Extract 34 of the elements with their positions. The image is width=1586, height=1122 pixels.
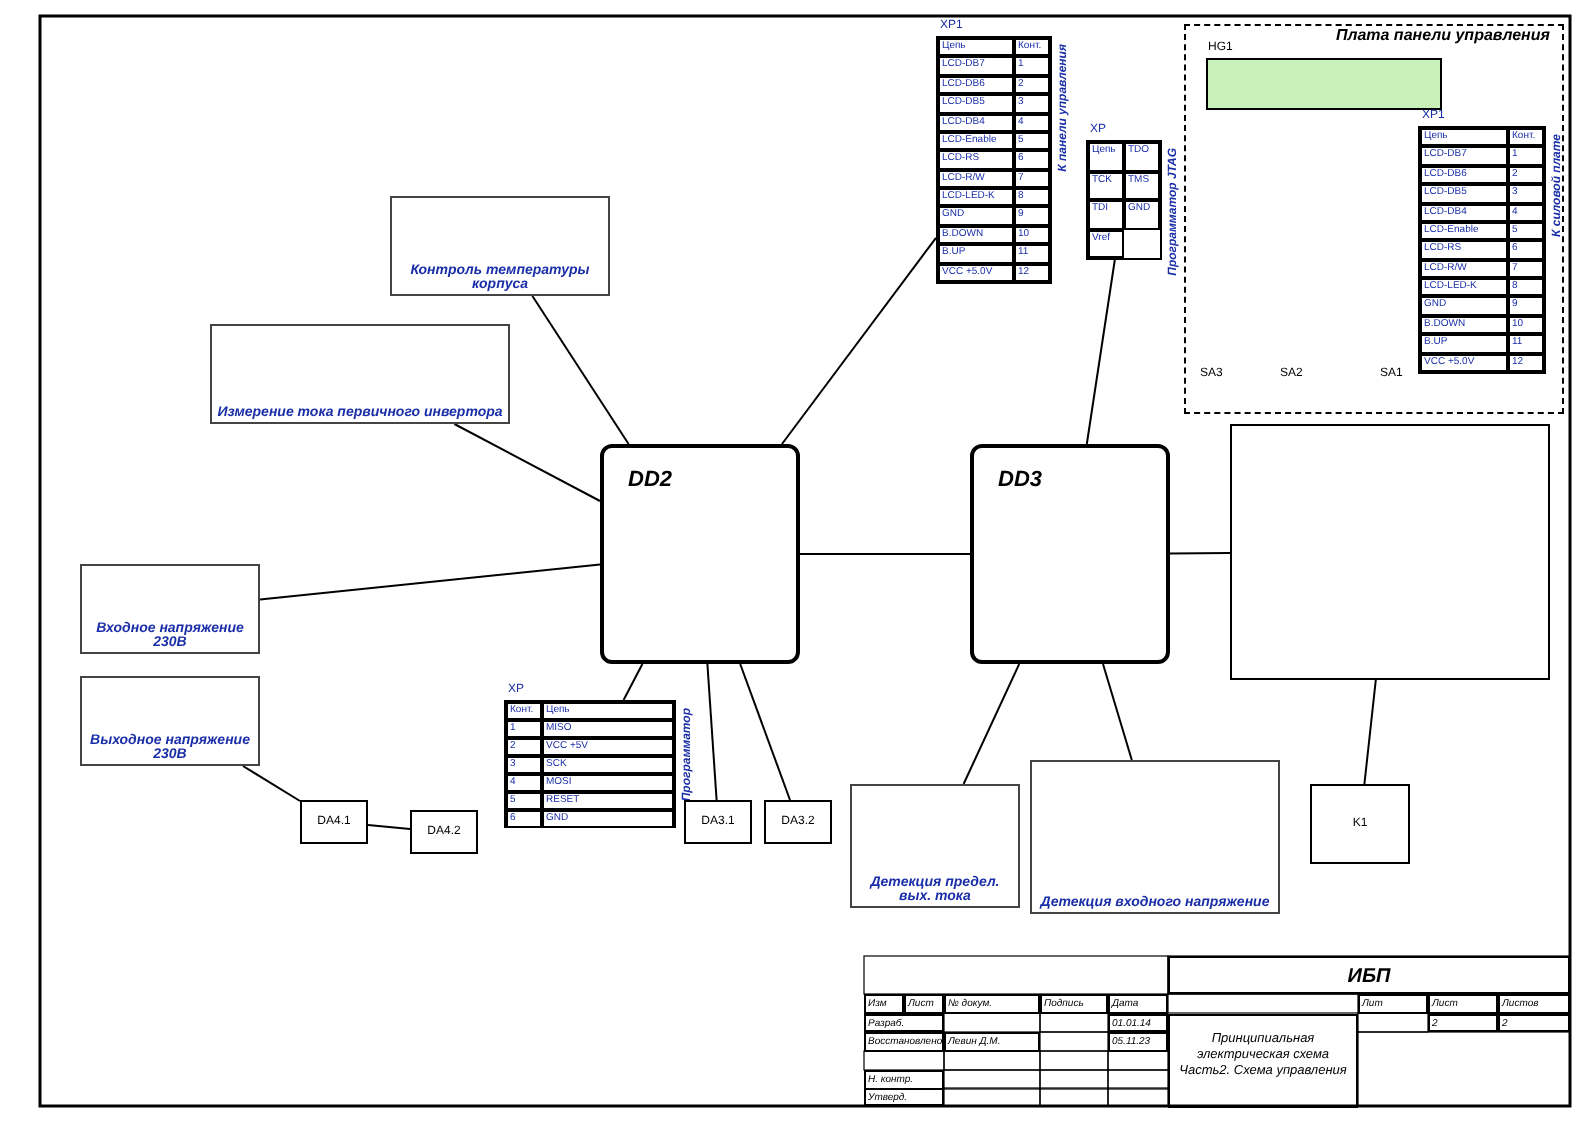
circuit-block <box>1030 760 1280 914</box>
panel-title: Плата панели управления <box>1335 26 1550 44</box>
wire <box>242 765 301 802</box>
amplifier-symbol <box>410 810 478 854</box>
amplifier-symbol <box>684 800 752 844</box>
circuit-block <box>210 324 510 424</box>
wire <box>1363 679 1377 785</box>
wire <box>706 663 718 801</box>
panel-board <box>1184 24 1564 414</box>
wire <box>1169 552 1231 555</box>
wire <box>367 824 411 830</box>
chip <box>600 444 800 664</box>
wire <box>531 295 630 445</box>
wire <box>259 563 601 601</box>
circuit-block <box>80 564 260 654</box>
circuit-block <box>390 196 610 296</box>
wire <box>739 663 791 801</box>
drawing-title: ИБП <box>1168 956 1570 994</box>
wire <box>622 663 644 701</box>
optocoupler-block <box>1230 424 1550 680</box>
wire <box>799 553 971 555</box>
wire <box>1085 259 1116 445</box>
circuit-block <box>80 676 260 766</box>
amplifier-symbol <box>764 800 832 844</box>
amplifier-symbol <box>1310 784 1410 864</box>
amplifier-symbol <box>300 800 368 844</box>
wire <box>1102 663 1133 761</box>
chip-designator: DD3 <box>998 468 1043 492</box>
wire <box>781 236 937 445</box>
circuit-block <box>850 784 1020 908</box>
chip-designator: DD2 <box>628 468 673 492</box>
wire <box>453 423 601 502</box>
chip <box>970 444 1170 664</box>
wire <box>962 663 1021 785</box>
